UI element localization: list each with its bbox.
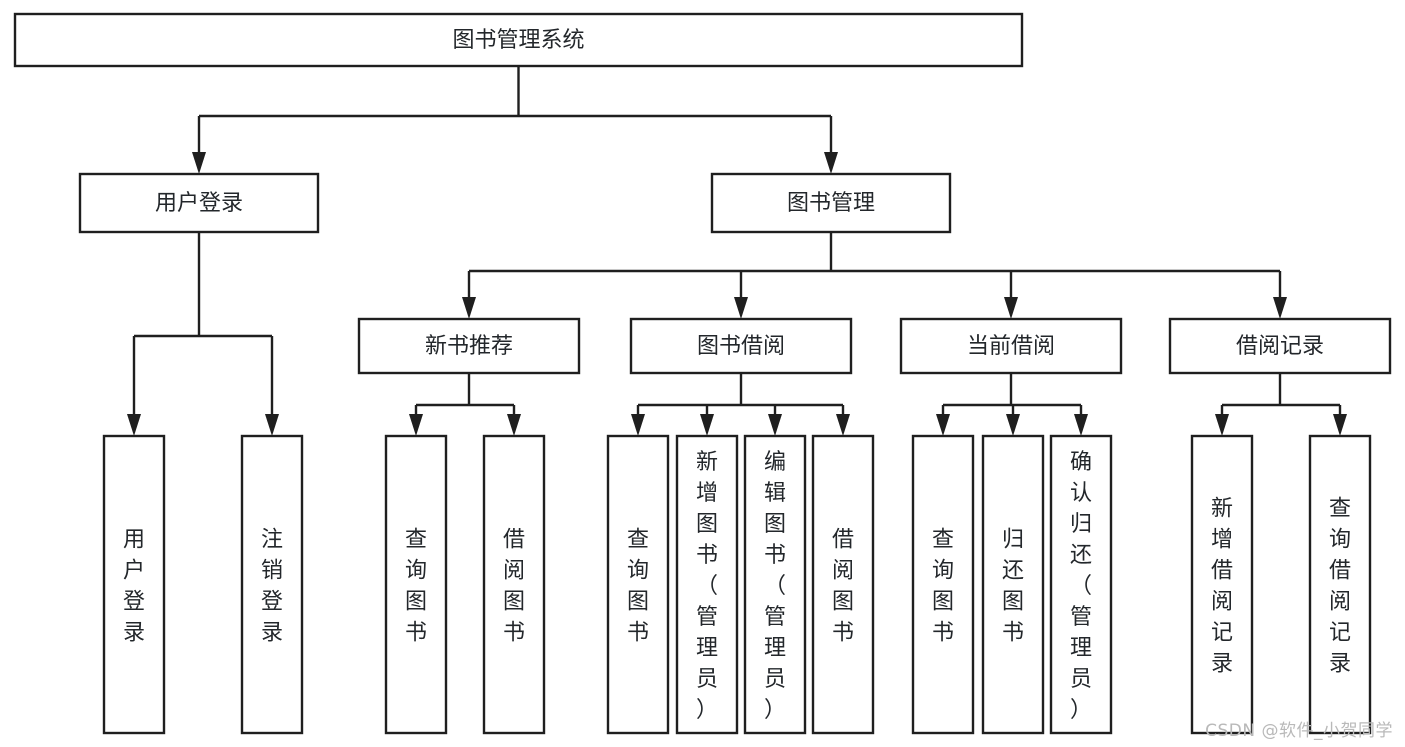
arrowhead-user-login-do	[127, 414, 141, 436]
connector-book-manage	[462, 232, 1287, 319]
node-label-user-logout: 注销登录	[261, 528, 283, 646]
node-layer: 图书管理系统用户登录图书管理新书推荐图书借阅当前借阅借阅记录用户登录注销登录查询…	[13, 12, 1392, 735]
arrowhead-bb-query-book	[631, 414, 645, 436]
arrowhead-new-book-rec	[462, 297, 476, 319]
connector-layer	[127, 66, 1347, 436]
node-new-book-rec[interactable]: 新书推荐	[357, 317, 581, 375]
node-box-cb-confirm-return[interactable]	[1049, 434, 1113, 735]
node-book-borrow[interactable]: 图书借阅	[629, 317, 853, 375]
node-current-borrow[interactable]: 当前借阅	[899, 317, 1123, 375]
node-root[interactable]: 图书管理系统	[13, 12, 1024, 68]
node-box-book-manage[interactable]	[710, 172, 952, 234]
node-br-add-record[interactable]: 新增借阅记录	[1190, 434, 1254, 735]
node-box-bb-edit-book[interactable]	[743, 434, 807, 735]
node-box-nbr-borrow-book[interactable]	[482, 434, 546, 735]
arrowhead-bb-edit-book	[768, 414, 782, 436]
node-label-bb-edit-book: 编辑图书（管理员）	[764, 450, 786, 723]
arrowhead-cb-return-book	[1006, 414, 1020, 436]
arrowhead-bb-add-book	[700, 414, 714, 436]
node-label-root: 图书管理系统	[452, 28, 584, 53]
node-label-user-login-do: 用户登录	[123, 528, 145, 646]
node-box-borrow-record[interactable]	[1168, 317, 1392, 375]
connector-user-login	[127, 232, 279, 436]
connector-new-book-rec	[409, 373, 521, 436]
node-label-book-borrow: 图书借阅	[697, 334, 785, 359]
node-label-bb-add-book: 新增图书（管理员）	[696, 450, 718, 723]
node-nbr-borrow-book[interactable]: 借阅图书	[482, 434, 546, 735]
connector-borrow-record	[1215, 373, 1347, 436]
node-bb-add-book[interactable]: 新增图书（管理员）	[675, 434, 739, 735]
arrowhead-br-add-record	[1215, 414, 1229, 436]
node-box-user-login[interactable]	[78, 172, 320, 234]
arrowhead-br-query-record	[1333, 414, 1347, 436]
node-label-borrow-record: 借阅记录	[1236, 334, 1324, 359]
node-label-new-book-rec: 新书推荐	[425, 334, 513, 359]
node-label-nbr-query-book: 查询图书	[405, 528, 427, 646]
node-bb-edit-book[interactable]: 编辑图书（管理员）	[743, 434, 807, 735]
node-box-bb-query-book[interactable]	[606, 434, 670, 735]
node-box-nbr-query-book[interactable]	[384, 434, 448, 735]
node-label-cb-return-book: 归还图书	[1002, 528, 1024, 646]
node-label-br-query-record: 查询借阅记录	[1329, 497, 1351, 677]
arrowhead-user-logout	[265, 414, 279, 436]
node-book-manage[interactable]: 图书管理	[710, 172, 952, 234]
node-box-book-borrow[interactable]	[629, 317, 853, 375]
node-label-br-add-record: 新增借阅记录	[1211, 497, 1233, 677]
node-label-book-manage: 图书管理	[787, 191, 875, 216]
arrowhead-book-borrow	[734, 297, 748, 319]
node-user-logout[interactable]: 注销登录	[240, 434, 304, 735]
node-label-bb-query-book: 查询图书	[627, 528, 649, 646]
arrowhead-user-login	[192, 152, 206, 174]
node-label-cb-confirm-return: 确认归还（管理员）	[1070, 450, 1092, 723]
arrowhead-borrow-record	[1273, 297, 1287, 319]
node-label-user-login: 用户登录	[155, 191, 243, 216]
connector-current-borrow	[936, 373, 1088, 436]
node-box-new-book-rec[interactable]	[357, 317, 581, 375]
node-box-bb-borrow-book[interactable]	[811, 434, 875, 735]
node-cb-query-book[interactable]: 查询图书	[911, 434, 975, 735]
node-box-current-borrow[interactable]	[899, 317, 1123, 375]
node-borrow-record[interactable]: 借阅记录	[1168, 317, 1392, 375]
arrowhead-cb-confirm-return	[1074, 414, 1088, 436]
node-cb-confirm-return[interactable]: 确认归还（管理员）	[1049, 434, 1113, 735]
node-nbr-query-book[interactable]: 查询图书	[384, 434, 448, 735]
arrowhead-book-manage	[824, 152, 838, 174]
node-bb-query-book[interactable]: 查询图书	[606, 434, 670, 735]
node-label-current-borrow: 当前借阅	[967, 334, 1055, 359]
node-box-user-login-do[interactable]	[102, 434, 166, 735]
arrowhead-current-borrow	[1004, 297, 1018, 319]
arrowhead-bb-borrow-book	[836, 414, 850, 436]
node-box-root[interactable]	[13, 12, 1024, 68]
connector-book-borrow	[631, 373, 850, 436]
node-label-cb-query-book: 查询图书	[932, 528, 954, 646]
node-user-login[interactable]: 用户登录	[78, 172, 320, 234]
arrowhead-cb-query-book	[936, 414, 950, 436]
node-label-nbr-borrow-book: 借阅图书	[503, 528, 525, 646]
arrowhead-nbr-query-book	[409, 414, 423, 436]
connector-root	[192, 66, 838, 174]
node-user-login-do[interactable]: 用户登录	[102, 434, 166, 735]
node-bb-borrow-book[interactable]: 借阅图书	[811, 434, 875, 735]
node-cb-return-book[interactable]: 归还图书	[981, 434, 1045, 735]
node-box-bb-add-book[interactable]	[675, 434, 739, 735]
node-label-bb-borrow-book: 借阅图书	[832, 528, 854, 646]
node-box-br-add-record[interactable]	[1190, 434, 1254, 735]
node-box-br-query-record[interactable]	[1308, 434, 1372, 735]
node-box-cb-return-book[interactable]	[981, 434, 1045, 735]
node-box-cb-query-book[interactable]	[911, 434, 975, 735]
node-box-user-logout[interactable]	[240, 434, 304, 735]
arrowhead-nbr-borrow-book	[507, 414, 521, 436]
node-br-query-record[interactable]: 查询借阅记录	[1308, 434, 1372, 735]
